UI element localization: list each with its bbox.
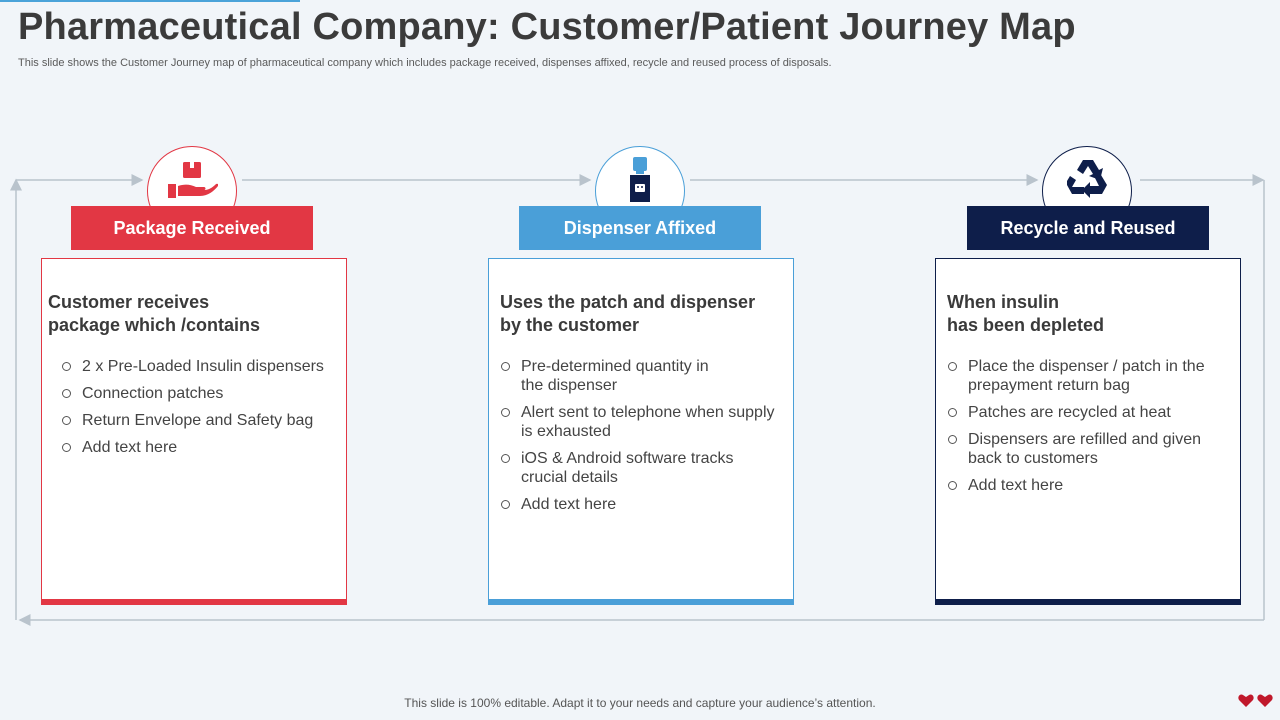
stage-3-list: Place the dispenser / patch in the prepa… bbox=[948, 357, 1228, 503]
stage-1-heading: Customer receives package which /contain… bbox=[48, 292, 261, 335]
list-item: Connection patches bbox=[62, 384, 332, 403]
list-item: Return Envelope and Safety bag bbox=[62, 411, 332, 430]
list-item: Add text here bbox=[62, 438, 332, 457]
list-item: Patches are recycled at heat bbox=[948, 403, 1228, 422]
stage-1-card: Customer receives package which /contain… bbox=[41, 258, 347, 605]
top-accent-line bbox=[0, 0, 300, 2]
stage-2-card: Uses the patch and dispenser by the cust… bbox=[488, 258, 794, 605]
stage-3-label: Recycle and Reused bbox=[1000, 217, 1176, 238]
list-item: Add text here bbox=[501, 495, 781, 514]
list-item: Dispensers are refilled and given back t… bbox=[948, 430, 1228, 468]
list-item: Place the dispenser / patch in the prepa… bbox=[948, 357, 1228, 395]
stage-1-label: Package Received bbox=[113, 217, 271, 238]
stage-2-bottom-bar bbox=[488, 599, 794, 605]
list-item: Pre-determined quantity in the dispenser bbox=[501, 357, 781, 395]
list-item: iOS & Android software tracks crucial de… bbox=[501, 449, 781, 487]
list-item: Alert sent to telephone when supply is e… bbox=[501, 403, 781, 441]
stage-2-list: Pre-determined quantity in the dispenser… bbox=[501, 357, 781, 522]
list-item: 2 x Pre-Loaded Insulin dispensers bbox=[62, 357, 332, 376]
footer-note: This slide is 100% editable. Adapt it to… bbox=[404, 696, 876, 710]
stage-3-bottom-bar bbox=[935, 599, 1241, 605]
recycle-icon bbox=[1067, 160, 1107, 198]
stage-2-label: Dispenser Affixed bbox=[563, 217, 717, 238]
hearts-logo-icon bbox=[1238, 694, 1273, 707]
stage-1-header: Package Received bbox=[71, 206, 313, 250]
stage-1-list: 2 x Pre-Loaded Insulin dispensers Connec… bbox=[62, 357, 332, 465]
stage-3-heading: When insulin has been depleted bbox=[947, 292, 1105, 335]
list-item: Add text here bbox=[948, 476, 1228, 495]
stage-1-bottom-bar bbox=[41, 599, 347, 605]
stage-2-header: Dispenser Affixed bbox=[519, 206, 761, 250]
stage-3-header: Recycle and Reused bbox=[967, 206, 1209, 250]
stage-2-heading: Uses the patch and dispenser by the cust… bbox=[500, 292, 756, 335]
water-dispenser-icon bbox=[630, 157, 650, 202]
stage-3-card: When insulin has been depleted Place the… bbox=[935, 258, 1241, 605]
hand-package-icon bbox=[168, 162, 218, 198]
page-subtitle: This slide shows the Customer Journey ma… bbox=[18, 57, 832, 69]
page-title: Pharmaceutical Company: Customer/Patient… bbox=[18, 6, 1076, 48]
